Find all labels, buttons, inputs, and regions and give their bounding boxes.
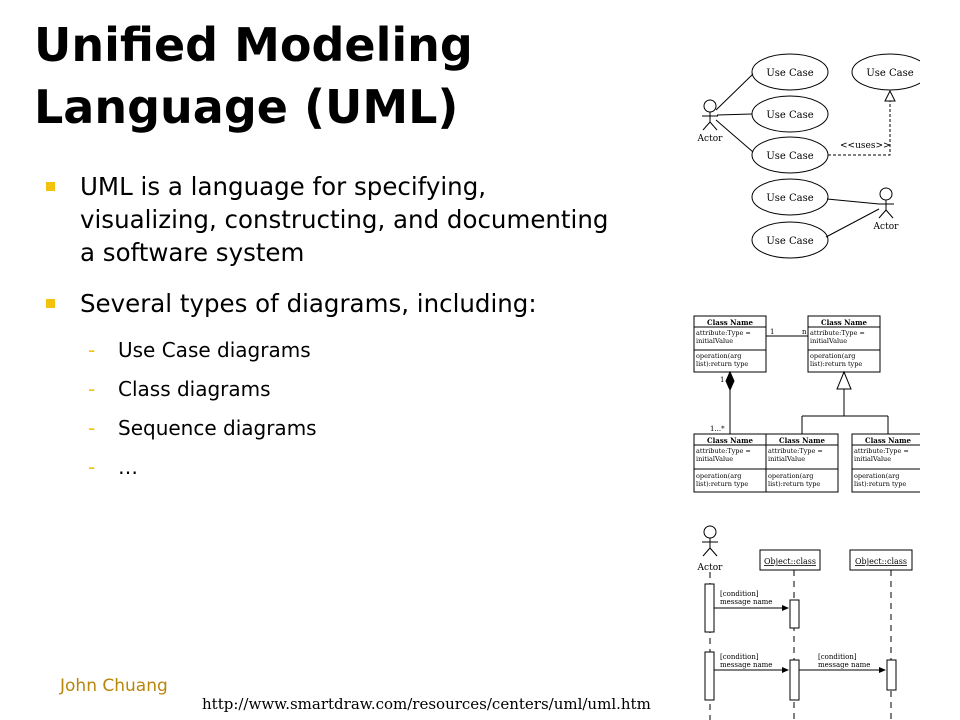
sequence-diagram: Actor Object::class Object::class [condi… (690, 520, 920, 720)
slide-title: Unified Modeling Language (UML) (34, 14, 654, 138)
square-bullet-icon (46, 182, 55, 191)
message-label: message name (720, 598, 772, 606)
bullet-item: Several types of diagrams, including: (44, 287, 624, 320)
class-name: Class Name (865, 436, 911, 445)
actor-head (703, 99, 717, 113)
bullet-text: UML is a language for specifying, visual… (80, 172, 609, 267)
actor-head (703, 525, 717, 539)
use-case-label: Use Case (766, 236, 813, 247)
condition-label: [condition] (720, 590, 759, 598)
class-name: Class Name (707, 436, 753, 445)
bullet-text: Several types of diagrams, including: (80, 289, 537, 318)
attribute-text: initialValue (854, 455, 891, 463)
multiplicity-label: 1...* (710, 425, 725, 433)
sub-bullet-text: Sequence diagrams (118, 416, 317, 440)
operation-text: list):return type (810, 360, 862, 368)
message-label: message name (720, 661, 772, 669)
sub-bullet-item: - Sequence diagrams (88, 415, 488, 441)
actor-label: Actor (873, 222, 900, 232)
class-name: Class Name (779, 436, 825, 445)
attribute-text: initialValue (696, 337, 733, 345)
use-case-label: Use Case (766, 68, 813, 79)
generalization-arrow-icon (836, 370, 852, 390)
attribute-text: initialValue (696, 455, 733, 463)
operation-text: operation(arg (696, 472, 741, 480)
bullet-item: UML is a language for specifying, visual… (44, 170, 624, 269)
class-name: Class Name (821, 318, 867, 327)
title-line-2: Language (UML) (34, 80, 459, 134)
class-diagram-svg: Class Name attribute:Type = initialValue… (693, 315, 920, 493)
sub-bullet-item: - … (88, 454, 488, 480)
message-arrow-icon (879, 667, 886, 673)
attribute-text: initialValue (768, 455, 805, 463)
use-case-label: Use Case (766, 193, 813, 204)
class-name: Class Name (707, 318, 753, 327)
multiplicity-label: n (802, 328, 807, 336)
sub-bullet-text: … (118, 455, 138, 479)
attribute-text: attribute:Type = (854, 447, 909, 455)
attribute-text: attribute:Type = (810, 329, 865, 337)
attribute-text: initialValue (810, 337, 847, 345)
dash-bullet-icon: - (88, 377, 96, 401)
dash-bullet-icon: - (88, 416, 96, 440)
dash-bullet-icon: - (88, 455, 96, 479)
attribute-text: attribute:Type = (696, 447, 751, 455)
sequence-diagram-svg: Actor Object::class Object::class [condi… (697, 525, 913, 720)
message-arrow-icon (782, 667, 789, 673)
attribute-text: attribute:Type = (768, 447, 823, 455)
operation-text: operation(arg (854, 472, 899, 480)
operation-text: list):return type (854, 480, 906, 488)
title-line-1: Unified Modeling (34, 18, 473, 72)
message-arrow-icon (782, 605, 789, 611)
sub-bullet-item: - Class diagrams (88, 376, 488, 402)
attribute-text: attribute:Type = (696, 329, 751, 337)
square-bullet-icon (46, 299, 55, 308)
sub-bullet-list: - Use Case diagrams - Class diagrams - S… (88, 337, 488, 493)
operation-text: list):return type (696, 480, 748, 488)
sub-bullet-text: Class diagrams (118, 377, 271, 401)
message-label: message name (818, 661, 870, 669)
use-case-label: Use Case (766, 110, 813, 121)
multiplicity-label: 1 (720, 376, 724, 384)
condition-label: [condition] (818, 653, 857, 661)
author-footer: John Chuang (60, 676, 168, 696)
operation-text: operation(arg (768, 472, 813, 480)
sub-bullet-text: Use Case diagrams (118, 338, 311, 362)
operation-text: list):return type (696, 360, 748, 368)
object-label: Object::class (855, 557, 907, 566)
object-label: Object::class (764, 557, 816, 566)
use-case-diagram-svg: Use Case Use Case Use Case Use Case Use … (697, 53, 920, 259)
operation-text: operation(arg (810, 352, 855, 360)
dash-bullet-icon: - (88, 338, 96, 362)
class-diagram: Class Name attribute:Type = initialValue… (690, 314, 920, 494)
actor-label: Actor (697, 563, 724, 573)
operation-text: operation(arg (696, 352, 741, 360)
actor-label: Actor (697, 134, 724, 144)
multiplicity-label: 1 (770, 328, 774, 336)
source-url: http://www.smartdraw.com/resources/cente… (202, 695, 651, 713)
condition-label: [condition] (720, 653, 759, 661)
use-case-label: Use Case (866, 68, 913, 79)
bullet-list: UML is a language for specifying, visual… (44, 170, 624, 338)
uses-label: <<uses>> (840, 141, 891, 151)
sub-bullet-item: - Use Case diagrams (88, 337, 488, 363)
composition-diamond-icon (725, 370, 735, 392)
operation-text: list):return type (768, 480, 820, 488)
use-case-label: Use Case (766, 151, 813, 162)
use-case-diagram: Use Case Use Case Use Case Use Case Use … (690, 44, 920, 269)
